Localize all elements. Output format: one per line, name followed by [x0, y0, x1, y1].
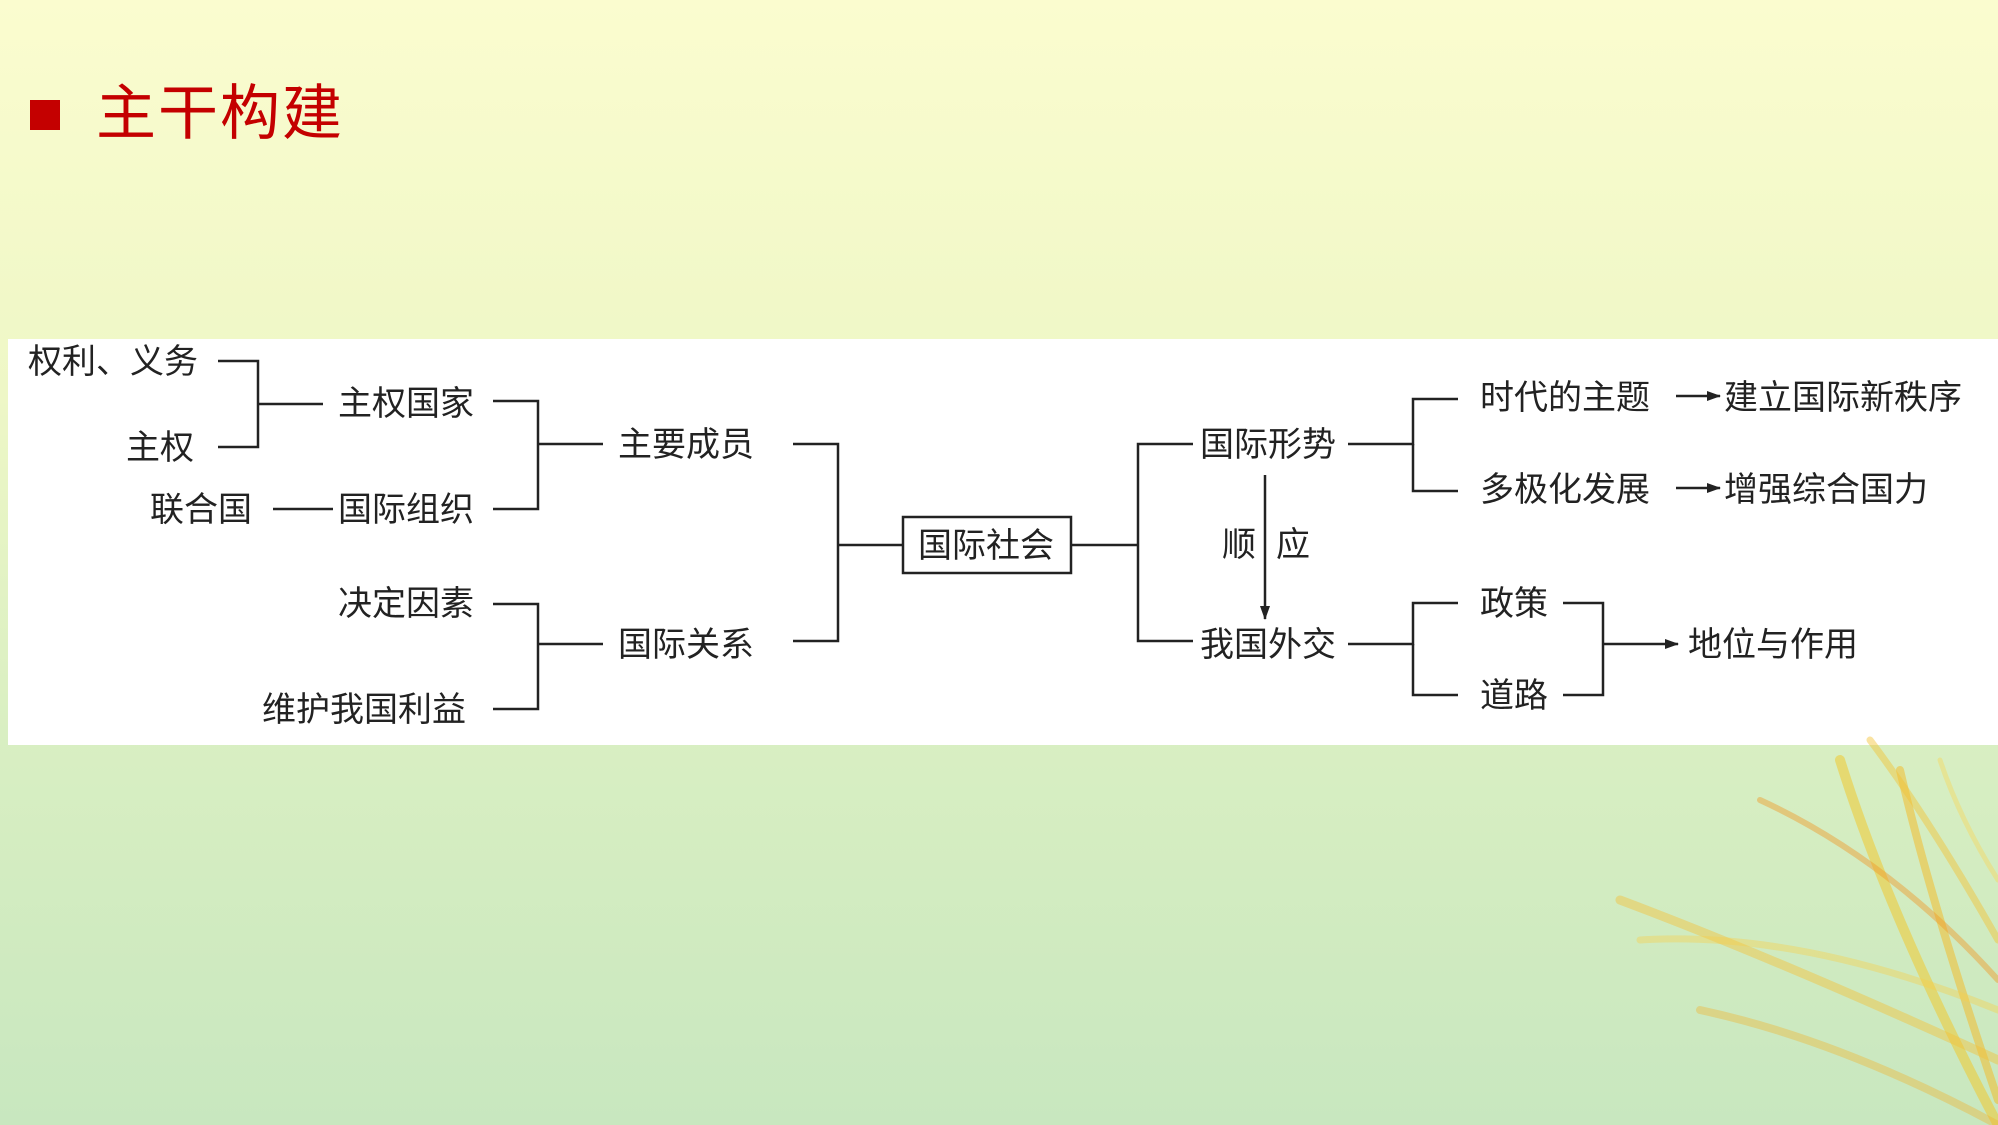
node-intl-org: 国际组织 — [338, 490, 474, 530]
connector-lines — [218, 359, 1605, 711]
node-multipolar: 多极化发展 — [1480, 470, 1650, 510]
heading-bullet — [30, 100, 60, 130]
label-shun: 顺 — [1222, 525, 1256, 565]
node-status: 地位与作用 — [1688, 625, 1858, 665]
node-center: 国际社会 — [918, 526, 1054, 566]
node-determinants: 决定因素 — [338, 584, 474, 624]
node-road: 道路 — [1480, 676, 1548, 716]
node-rights: 权利、义务 — [28, 342, 198, 382]
node-sovereign-state: 主权国家 — [338, 384, 474, 424]
node-new-order: 建立国际新秩序 — [1724, 378, 1962, 418]
arrows — [1260, 391, 1721, 649]
concept-map-panel: 权利、义务 主权 联合国 主权国家 国际组织 主要成员 决定因素 维护我国利益 … — [8, 339, 1998, 745]
node-un: 联合国 — [150, 490, 252, 530]
slide-heading: 主干构建 — [96, 79, 344, 149]
node-national-interest: 维护我国利益 — [262, 690, 466, 730]
node-policy: 政策 — [1480, 584, 1548, 624]
node-main-members: 主要成员 — [618, 425, 754, 465]
node-sovereignty: 主权 — [126, 428, 194, 468]
label-ying: 应 — [1276, 525, 1310, 565]
node-intl-situation: 国际形势 — [1200, 425, 1336, 465]
concept-map: 权利、义务 主权 联合国 主权国家 国际组织 主要成员 决定因素 维护我国利益 … — [28, 342, 1962, 730]
node-diplomacy: 我国外交 — [1200, 625, 1336, 665]
center-node-box — [901, 515, 1073, 575]
node-intl-relations: 国际关系 — [618, 625, 754, 665]
node-national-power: 增强综合国力 — [1724, 470, 1928, 510]
node-theme-of-era: 时代的主题 — [1480, 378, 1650, 418]
